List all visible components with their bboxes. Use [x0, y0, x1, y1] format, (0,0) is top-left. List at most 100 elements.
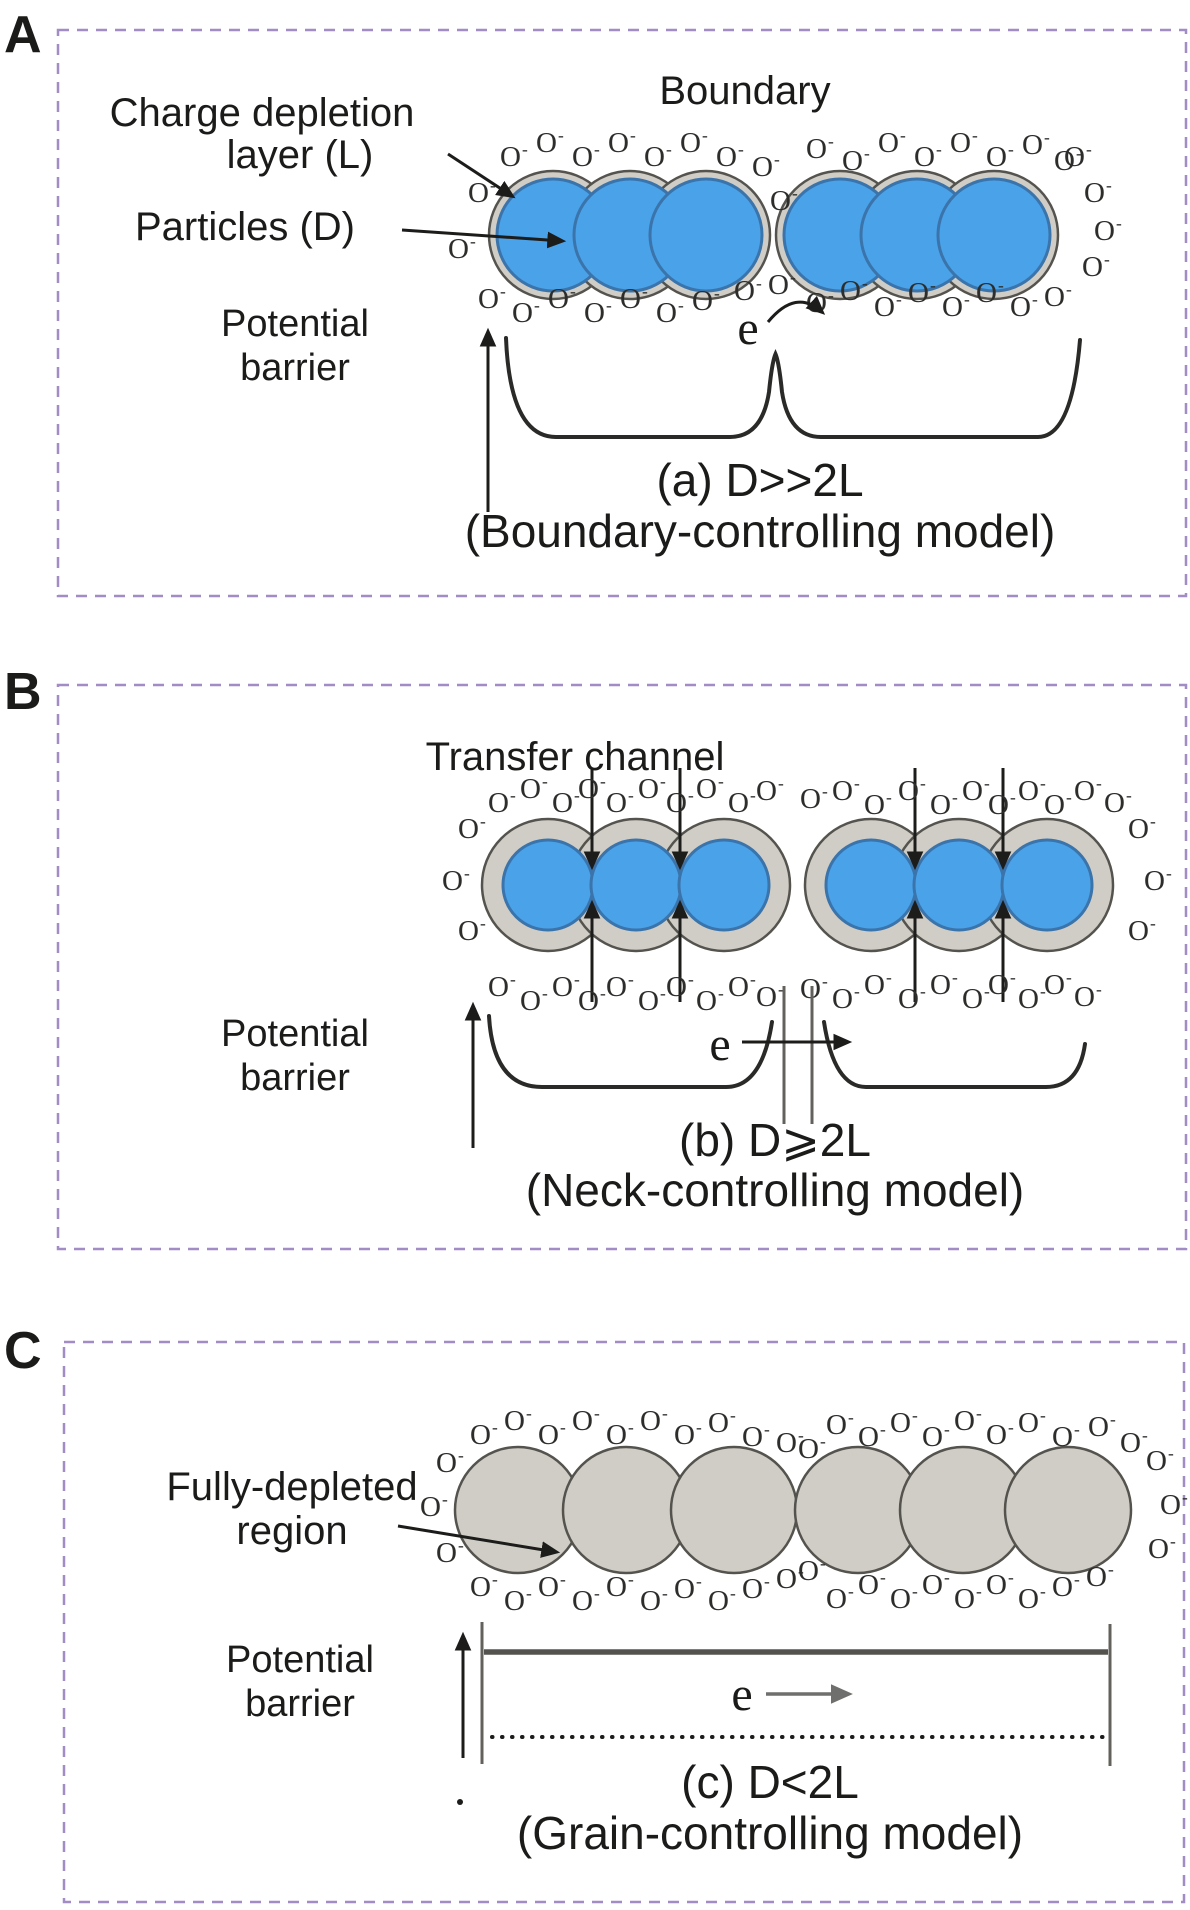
oxygen-ion: O- — [962, 981, 990, 1015]
particles-label: Particles (D) — [135, 205, 355, 249]
oxygen-ion: O- — [826, 1407, 854, 1441]
potential-barrier-label-a-line2: barrier — [240, 347, 350, 389]
oxygen-ion: O- — [436, 1445, 464, 1479]
oxygen-ion: O- — [1128, 811, 1156, 845]
transfer-channel-lines — [583, 768, 1012, 1002]
oxygen-ion: O- — [640, 1403, 668, 1437]
oxygen-ion: O- — [680, 125, 708, 159]
oxygen-ion: O- — [666, 785, 694, 819]
oxygen-ion: O- — [606, 1569, 634, 1603]
oxygen-ion: O- — [478, 281, 506, 315]
particle-core — [677, 838, 771, 932]
oxygen-ion: O- — [436, 1535, 464, 1569]
particle-core — [501, 838, 595, 932]
oxygen-ion: O- — [536, 125, 564, 159]
oxygen-ion: O- — [976, 275, 1004, 309]
depletion-layer-label-line2: layer (L) — [227, 133, 374, 177]
stray-dot — [457, 1799, 463, 1805]
oxygen-ion: O- — [950, 125, 978, 159]
oxygen-ion: O- — [420, 1489, 448, 1523]
oxygen-ion: O- — [1010, 289, 1038, 323]
particle-core — [1000, 838, 1094, 932]
oxygen-ion: O- — [806, 131, 834, 165]
oxygen-ion: O- — [890, 1581, 918, 1615]
oxygen-ion: O- — [988, 967, 1016, 1001]
potential-barrier-label-a-line1: Potential — [221, 303, 369, 345]
oxygen-ion: O- — [470, 1417, 498, 1451]
potential-barrier-label-c-line2: barrier — [245, 1683, 355, 1725]
panel-a-caption-line1: (a) D>>2L — [656, 454, 863, 506]
particle-core — [912, 838, 1006, 932]
oxygen-ion: O- — [864, 967, 892, 1001]
oxygen-ion: O- — [768, 267, 796, 301]
oxygen-ion: O- — [620, 281, 648, 315]
oxygen-ion: O- — [1074, 773, 1102, 807]
oxygen-ion: O- — [908, 275, 936, 309]
oxygen-ion: O- — [608, 125, 636, 159]
oxygen-ion: O- — [504, 1583, 532, 1617]
particles-arrow — [401, 228, 567, 249]
oxygen-ion: O- — [756, 979, 784, 1013]
oxygen-ion: O- — [584, 295, 612, 329]
oxygen-ion: O- — [692, 283, 720, 317]
particle-shell — [1003, 1445, 1133, 1575]
oxygen-ion: O- — [1146, 1443, 1174, 1477]
fully-depleted-arrow — [397, 1524, 561, 1558]
oxygen-ion: O- — [674, 1417, 702, 1451]
oxygen-ion: O- — [468, 175, 496, 209]
panel-c-caption-line2: (Grain-controlling model) — [517, 1807, 1023, 1859]
boundary-label: Boundary — [659, 69, 830, 113]
oxygen-ion: O- — [922, 1567, 950, 1601]
oxygen-ion: O- — [488, 785, 516, 819]
oxygen-ion: O- — [898, 981, 926, 1015]
oxygen-ion: O- — [538, 1417, 566, 1451]
oxygen-ion: O- — [756, 773, 784, 807]
oxygen-ion: O- — [986, 1567, 1014, 1601]
oxygen-ion: O- — [986, 1417, 1014, 1451]
oxygen-ion: O- — [826, 1581, 854, 1615]
oxygen-ion: O- — [1088, 1409, 1116, 1443]
oxygen-ion: O- — [708, 1583, 736, 1617]
oxygen-ion: O- — [716, 139, 744, 173]
oxygen-ion: O- — [922, 1419, 950, 1453]
oxygen-ion: O- — [1018, 1581, 1046, 1615]
oxygen-ion: O- — [458, 913, 486, 947]
oxygen-ion: O- — [832, 981, 860, 1015]
oxygen-ion: O- — [572, 1403, 600, 1437]
oxygen-ion: O- — [470, 1569, 498, 1603]
depletion-layer-arrow — [447, 152, 516, 199]
oxygen-ion: O- — [800, 971, 828, 1005]
oxygen-ion: O- — [954, 1581, 982, 1615]
oxygen-ion: O- — [1018, 981, 1046, 1015]
panel-b: B O-O-O-O-O-O-O-O-O-O-O-O-O-O-O-O-O-O-O-… — [4, 663, 1188, 1251]
fully-depleted-label-line2: region — [236, 1509, 347, 1553]
particle-chains-b — [480, 817, 1115, 953]
oxygen-ion: O- — [1018, 1405, 1046, 1439]
oxygen-ion: O- — [800, 781, 828, 815]
oxygen-ion: O- — [674, 1571, 702, 1605]
oxygen-ion: O- — [442, 863, 470, 897]
oxygen-ion: O- — [954, 1403, 982, 1437]
oxygen-ion: O- — [874, 289, 902, 323]
electron-label-b: e — [709, 1018, 730, 1071]
oxygen-ion: O- — [572, 1583, 600, 1617]
panel-b-caption-line1: (b) D⩾2L — [679, 1114, 871, 1166]
oxygen-ion: O- — [638, 983, 666, 1017]
electron-label-a: e — [737, 302, 758, 355]
oxygen-ion: O- — [578, 983, 606, 1017]
transfer-channel-label: Transfer channel — [426, 735, 725, 779]
panel-a-frame — [56, 28, 1188, 598]
oxygen-ion: O- — [752, 149, 780, 183]
oxygen-ion: O- — [644, 139, 672, 173]
oxygen-ion: O- — [606, 969, 634, 1003]
oxygen-ion: O- — [1018, 773, 1046, 807]
oxygen-ion: O- — [806, 285, 834, 319]
oxygen-ion: O- — [898, 773, 926, 807]
oxygen-ion: O- — [942, 289, 970, 323]
panel-a-caption-line2: (Boundary-controlling model) — [465, 505, 1056, 557]
oxygen-ion: O- — [708, 1405, 736, 1439]
panel-a-letter: A — [4, 6, 42, 64]
oxygen-ion: O- — [930, 787, 958, 821]
oxygen-ion: O- — [1082, 249, 1110, 283]
